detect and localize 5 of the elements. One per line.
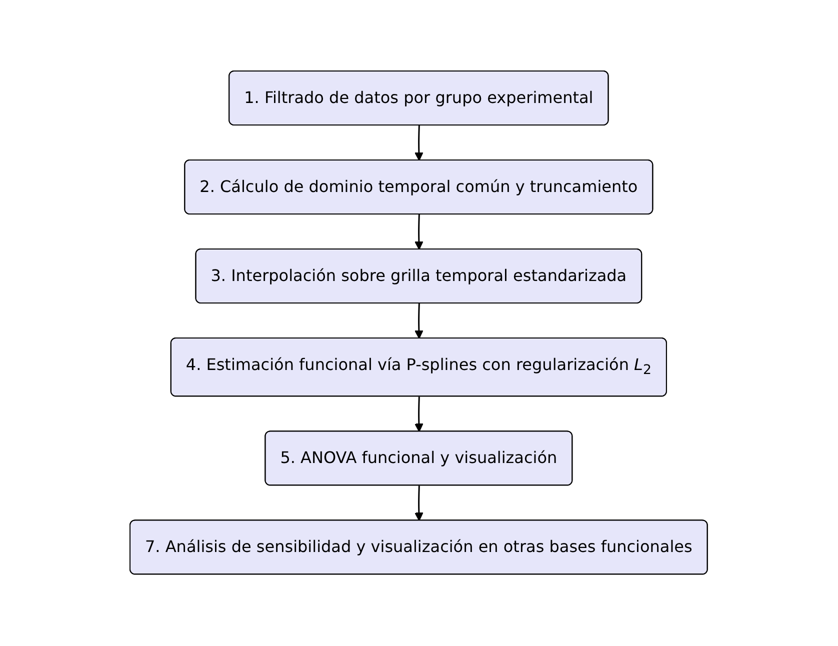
arrow	[414, 397, 424, 432]
arrow	[414, 486, 424, 522]
arrow	[414, 126, 424, 162]
arrow	[414, 304, 424, 340]
arrow	[414, 214, 424, 250]
